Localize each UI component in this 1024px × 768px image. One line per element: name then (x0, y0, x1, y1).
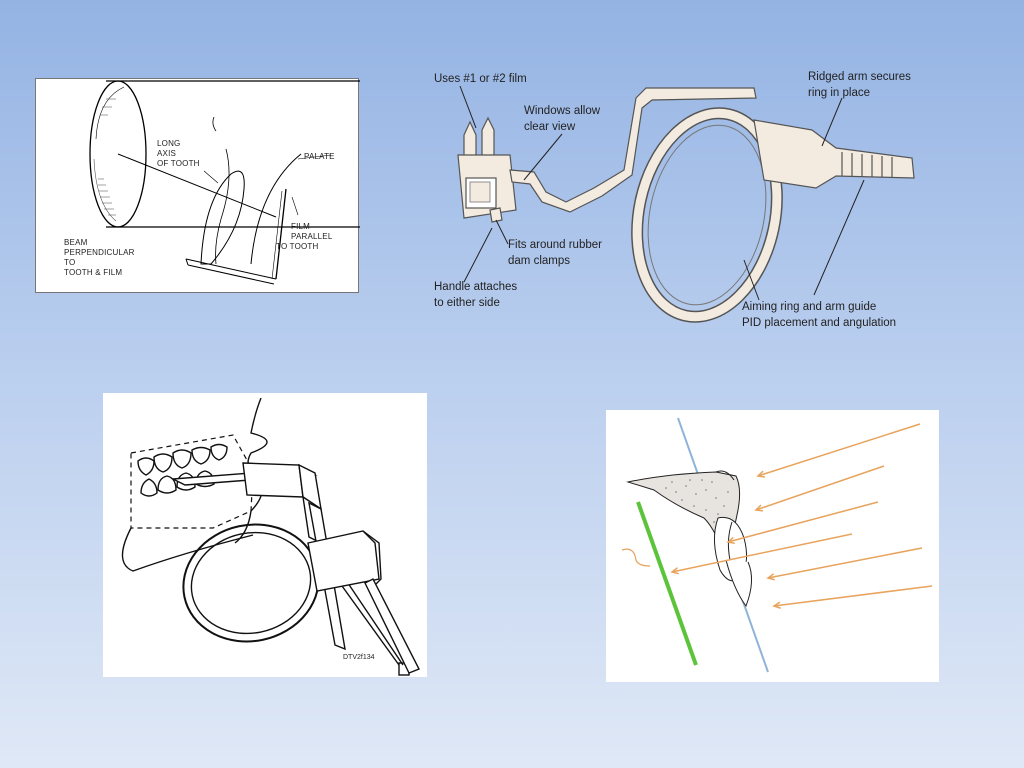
label-film-1: FILM (291, 222, 310, 231)
beam-arrows (670, 423, 933, 609)
tooth-outline (714, 516, 752, 608)
label-film-uses: Uses #1 or #2 film (434, 73, 527, 85)
beam-arrowhead-6 (772, 601, 781, 609)
beam-arrow-2 (755, 465, 885, 511)
paralleling-diagram-panel: LONG AXIS OF TOOTH PALATE FILM PARALLEL … (35, 78, 360, 293)
chin-outline (121, 527, 254, 572)
label-fits-around-1: Fits around rubber (508, 239, 602, 251)
leader-lines (459, 85, 865, 301)
film-holder-device-panel: Uses #1 or #2 film Windows allow clear v… (424, 60, 944, 335)
film-line (636, 501, 698, 666)
palate-curve (250, 153, 302, 265)
label-handle-2: to either side (434, 297, 500, 309)
ridged-arm (753, 119, 915, 189)
label-windows-1: Windows allow (524, 105, 601, 117)
label-fits-around-2: dam clamps (508, 255, 570, 267)
beam-angulation-panel (606, 410, 939, 682)
label-beam-2: PERPENDICULAR (64, 248, 135, 257)
label-film-2: PARALLEL (291, 232, 333, 241)
long-axis-leader (203, 170, 219, 184)
pid-cylinder (89, 80, 360, 228)
beam-arrowhead-5 (766, 573, 775, 581)
label-beam-4: TOOTH & FILM (64, 268, 122, 277)
label-long-axis-1: LONG (157, 139, 180, 148)
label-beam-3: TO (64, 258, 75, 267)
beam-arrow-5 (767, 547, 923, 579)
aiming-ring (182, 523, 382, 643)
tooth-outline (200, 116, 245, 265)
beam-arrowhead-3 (726, 536, 736, 545)
label-beam-1: BEAM (64, 238, 88, 247)
beam-arrowhead-4 (670, 567, 679, 575)
indicator-rod (364, 578, 420, 674)
film-leader (291, 196, 299, 216)
aiming-ring (631, 107, 783, 323)
beam-arrow-1 (757, 423, 921, 477)
label-aiming-ring-1: Aiming ring and arm guide (742, 301, 876, 313)
central-ray-line (117, 153, 277, 218)
label-windows-2: clear view (524, 121, 576, 133)
film-indicator-arrow (621, 548, 651, 567)
label-ridged-arm-1: Ridged arm secures (808, 71, 911, 83)
label-long-axis-3: OF TOOTH (157, 159, 200, 168)
holder-on-teeth-diagram: DTV2f134 (121, 397, 420, 676)
beam-arrow-6 (773, 585, 933, 607)
label-palate: PALATE (304, 152, 335, 161)
bite-block (457, 116, 517, 223)
label-ridged-arm-2: ring in place (808, 87, 870, 99)
beam-arrow-4 (671, 533, 853, 573)
film-holder-device-diagram: Uses #1 or #2 film Windows allow clear v… (434, 71, 915, 329)
indicator-arm (509, 87, 757, 213)
film-holder (185, 188, 287, 285)
label-handle-1: Handle attaches (434, 281, 517, 293)
label-long-axis-2: AXIS (157, 149, 176, 158)
beam-angulation-diagram (621, 417, 933, 673)
palate-leader (297, 154, 332, 160)
figure-code: DTV2f134 (343, 654, 375, 661)
paralleling-diagram: LONG AXIS OF TOOTH PALATE FILM PARALLEL … (64, 80, 360, 285)
beam-arrowhead-2 (754, 504, 764, 512)
beam-arrowhead-1 (756, 470, 766, 478)
beam-arrow-3 (727, 501, 879, 543)
holder-on-teeth-panel: DTV2f134 (103, 393, 427, 677)
upper-teeth (137, 443, 228, 476)
label-aiming-ring-2: PID placement and angulation (742, 317, 896, 329)
label-film-3: TO TOOTH (276, 242, 319, 251)
